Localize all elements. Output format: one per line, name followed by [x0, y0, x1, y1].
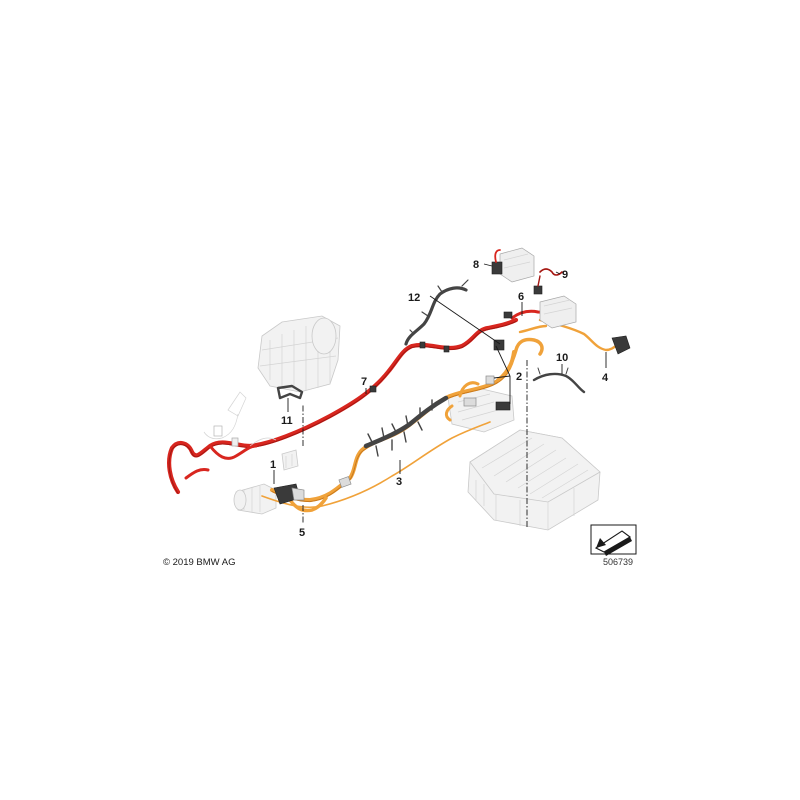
- cable-bracket-black: [363, 395, 449, 457]
- red-cable-assembly: [167, 309, 562, 495]
- sensor-ghost: [227, 391, 247, 417]
- part-4-connector: [611, 335, 631, 355]
- direction-arrow-icon: [590, 524, 637, 556]
- sensor-cable: [203, 413, 277, 447]
- callout-2: 2: [516, 371, 522, 383]
- part-6-battery-unit: [503, 295, 577, 329]
- bracket-12: [404, 279, 469, 346]
- callout-3: 3: [396, 476, 402, 488]
- callout-labels: 1 2 3 4 5 6 7 8 9 10 11 12: [270, 259, 609, 539]
- callout-6: 6: [518, 291, 524, 303]
- part-5-connector: [273, 483, 305, 505]
- motor-ghost: [233, 483, 277, 515]
- callout-10: 10: [556, 352, 568, 364]
- part-8-terminal-box: [491, 247, 535, 283]
- callout-7: 7: [361, 376, 367, 388]
- callout-8: 8: [473, 259, 479, 271]
- callout-5: 5: [299, 527, 305, 539]
- part-2-connector: [485, 339, 511, 411]
- bracket-10: [532, 367, 586, 394]
- transmission-ghost: [257, 315, 341, 393]
- callout-9: 9: [562, 269, 568, 281]
- reference-number: 506739: [603, 557, 634, 567]
- leader-lines: [273, 263, 607, 528]
- hv-battery-ghost: [467, 429, 601, 531]
- callout-12: 12: [408, 292, 420, 304]
- callout-1: 1: [270, 459, 276, 471]
- callout-4: 4: [602, 372, 609, 384]
- copyright-text: © 2019 BMW AG: [163, 557, 236, 568]
- part-9-cable: [533, 268, 563, 295]
- bracket-11: [276, 384, 304, 400]
- callout-11: 11: [281, 415, 293, 427]
- control-unit-ghost: [281, 449, 299, 471]
